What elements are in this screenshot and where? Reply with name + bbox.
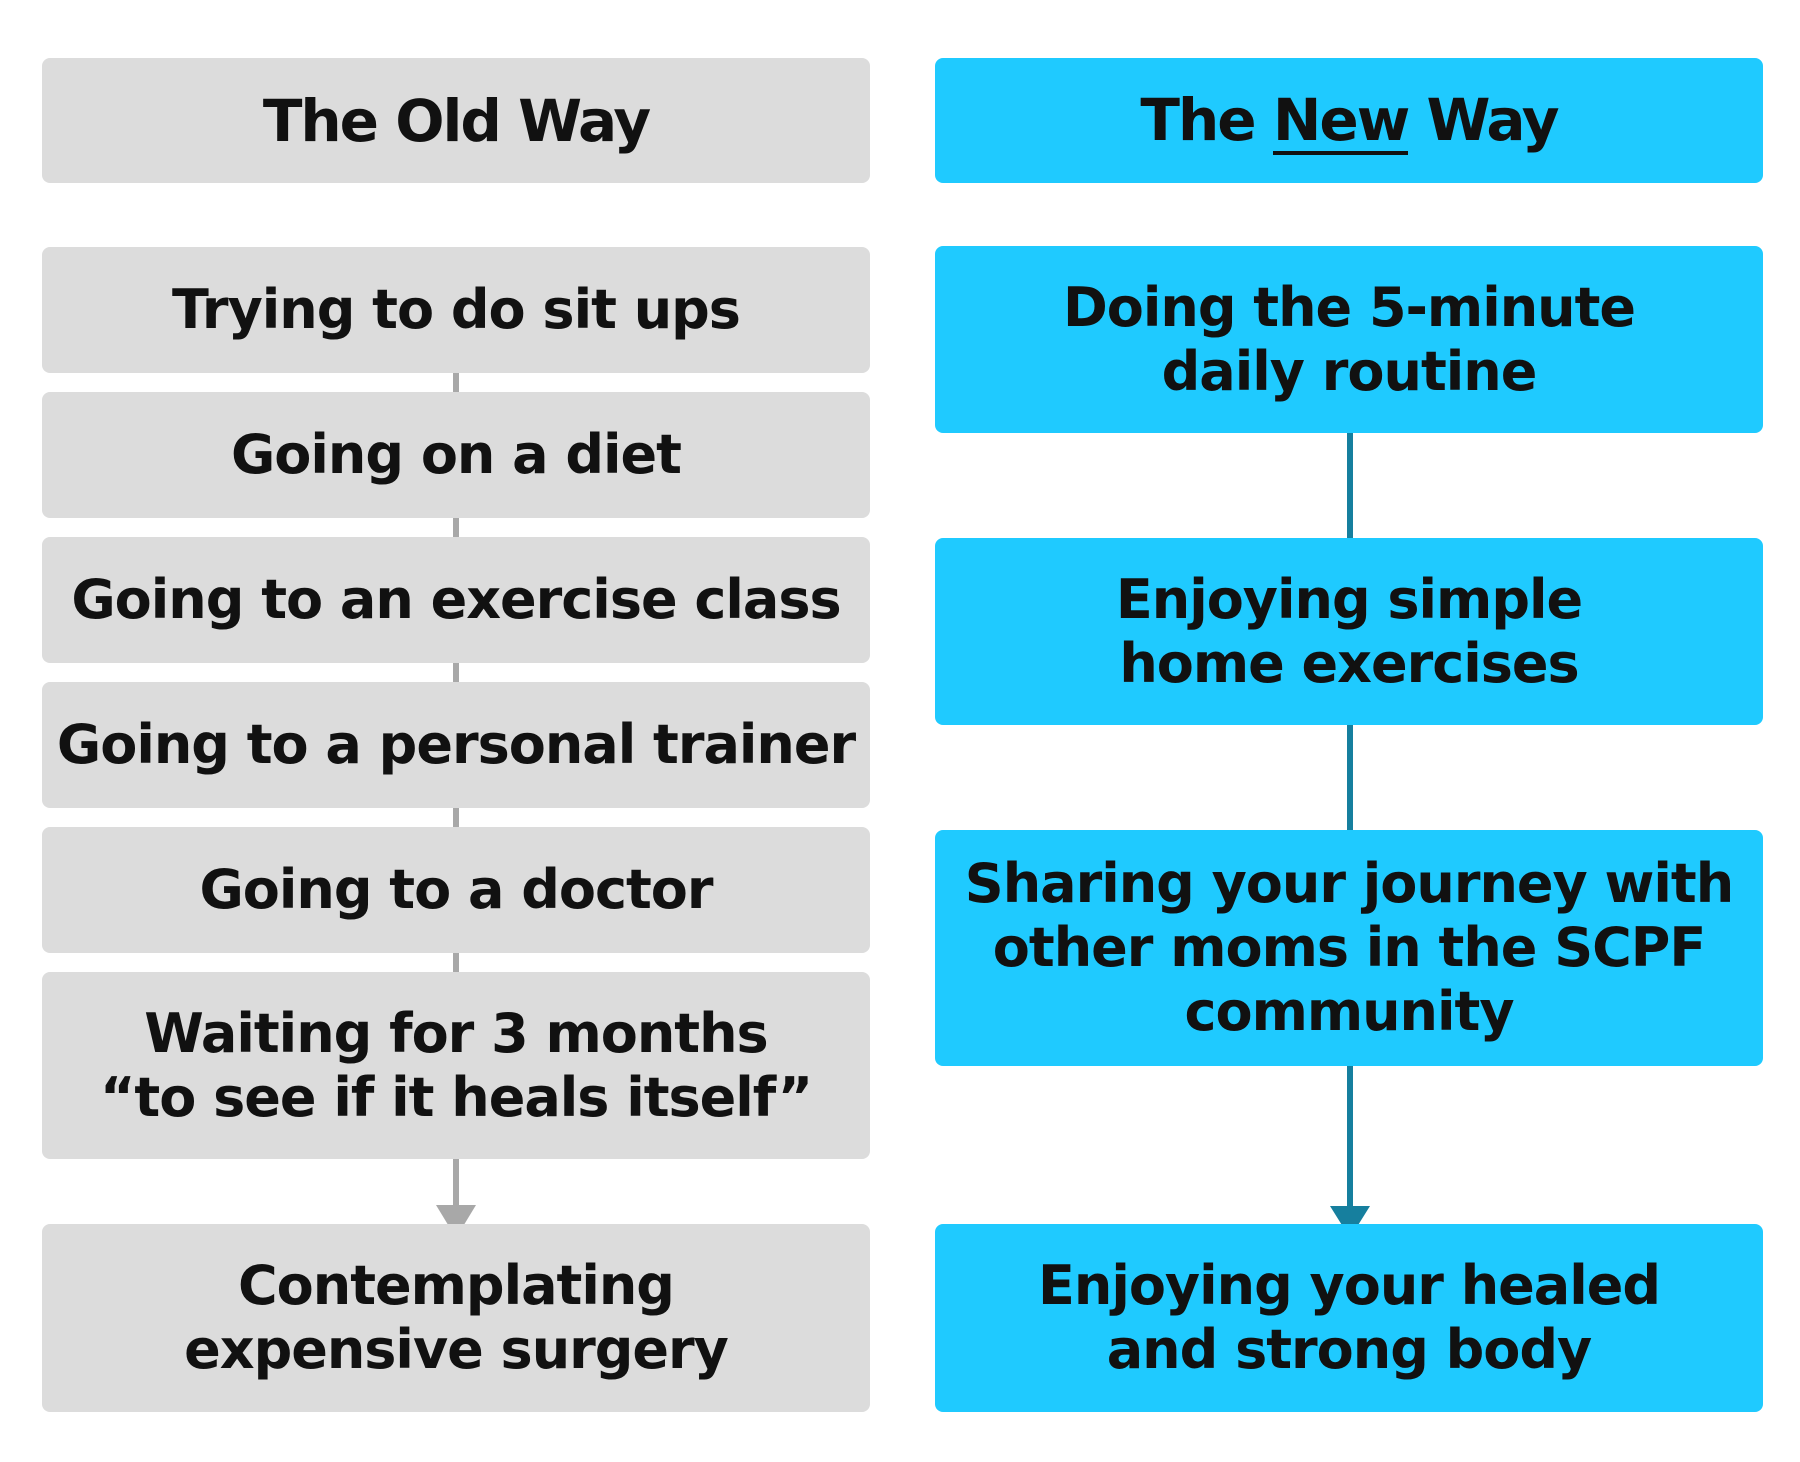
new-way-item-text: Enjoying your healed <box>1037 1254 1661 1317</box>
old-way-item: Contemplating expensive surgery <box>42 1224 870 1412</box>
new-way-item-text: and strong body <box>1106 1318 1593 1381</box>
new-way-item: Enjoying your healed and strong body <box>935 1224 1763 1412</box>
old-way-item-text: Contemplating <box>238 1254 675 1317</box>
new-way-title: The New Way <box>1140 86 1560 155</box>
old-way-item: Going to an exercise class <box>42 537 870 663</box>
new-way-title-suffix: Way <box>1426 86 1560 155</box>
old-way-item-text: “to see if it heals itself” <box>99 1065 813 1129</box>
old-way-item: Going to a doctor <box>42 827 870 953</box>
new-way-item-text: Doing the 5-minute <box>1062 275 1636 339</box>
new-way-item: Doing the 5-minute daily routine <box>935 246 1763 433</box>
old-way-item: Going on a diet <box>42 392 870 518</box>
old-way-item-text: Trying to do sit ups <box>172 278 741 341</box>
old-way-item-text: Going to a personal trainer <box>56 713 856 776</box>
new-way-item-text: community <box>1184 980 1514 1043</box>
old-way-title: The Old Way <box>262 86 651 155</box>
old-way-item-text: Going to a doctor <box>199 858 713 921</box>
old-way-item: Going to a personal trainer <box>42 682 870 808</box>
old-way-header: The Old Way <box>42 58 870 183</box>
old-way-item-text: Waiting for 3 months <box>144 1001 768 1065</box>
old-arrow-head <box>436 1205 476 1238</box>
new-way-title-prefix: The <box>1140 86 1256 155</box>
new-way-item-text: other moms in the SCPF <box>992 916 1706 979</box>
old-way-item: Trying to do sit ups <box>42 247 870 373</box>
new-way-item-text: Sharing your journey with <box>964 852 1734 915</box>
new-way-title-emphasis: New <box>1272 86 1410 155</box>
new-way-item: Sharing your journey with other moms in … <box>935 830 1763 1066</box>
new-way-item-text: daily routine <box>1161 339 1538 403</box>
old-way-item-text: Going on a diet <box>230 423 682 486</box>
old-way-item-text: Going to an exercise class <box>71 568 841 631</box>
new-way-item-text: Enjoying simple <box>1115 567 1583 631</box>
old-way-item: Waiting for 3 months “to see if it heals… <box>42 972 870 1159</box>
old-way-item-text: expensive surgery <box>184 1318 729 1381</box>
new-way-item-text: home exercises <box>1119 631 1579 695</box>
new-arrow-head <box>1330 1206 1370 1238</box>
new-way-header: The New Way <box>935 58 1763 183</box>
new-way-item: Enjoying simple home exercises <box>935 538 1763 725</box>
